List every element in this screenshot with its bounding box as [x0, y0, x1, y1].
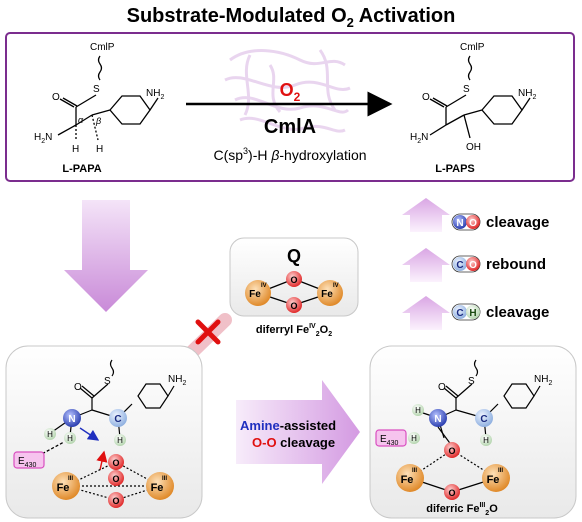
svg-text:Fe: Fe: [249, 289, 261, 300]
step-arrows: [402, 198, 450, 330]
svg-text:C: C: [456, 260, 463, 271]
svg-text:H2N: H2N: [410, 132, 428, 145]
svg-text:Fe: Fe: [321, 289, 333, 300]
blocked-path-icon: [185, 313, 232, 359]
svg-text:OH: OH: [466, 142, 481, 153]
hydroxylation-label: C(sp3)-H β-hydroxylation: [213, 146, 366, 163]
amine-complex-box: [5, 345, 203, 519]
q-core: Fe IV Fe IV O O: [245, 271, 343, 313]
svg-text:III: III: [412, 468, 417, 474]
oo-cleavage-label: O-O cleavage: [252, 435, 335, 450]
svg-text:H: H: [96, 144, 103, 155]
right-arrow: [236, 380, 360, 484]
svg-text:H: H: [72, 144, 79, 155]
svg-text:NH2: NH2: [168, 374, 186, 387]
svg-text:S: S: [93, 84, 100, 95]
svg-text:H2N: H2N: [34, 132, 52, 145]
svg-text:O: O: [112, 458, 119, 468]
svg-text:cleavage: cleavage: [486, 214, 549, 231]
svg-text:O: O: [112, 496, 119, 506]
intermediate-q-label: Q: [287, 246, 301, 266]
svg-text:O: O: [422, 92, 430, 103]
svg-text:S: S: [463, 84, 470, 95]
svg-text:C: C: [480, 414, 487, 425]
amine-assisted-label: Amine-assisted: [240, 418, 336, 433]
svg-text:III: III: [498, 468, 503, 474]
protein-structure-image: [224, 49, 351, 133]
svg-text:O: O: [112, 474, 119, 484]
svg-text:N: N: [68, 414, 75, 425]
svg-text:CmlP: CmlP: [90, 42, 115, 53]
step-c-h-cleavage: C H cleavage: [451, 303, 549, 321]
svg-text:NH2: NH2: [518, 88, 536, 101]
svg-text:NH2: NH2: [534, 374, 552, 387]
svg-text:O: O: [469, 260, 477, 271]
svg-text:N: N: [434, 414, 441, 425]
reactant-name: L-PAPA: [62, 163, 101, 175]
svg-text:E430: E430: [380, 434, 398, 447]
down-arrow: [64, 200, 148, 312]
svg-text:C: C: [456, 308, 463, 319]
svg-text:H: H: [483, 436, 489, 445]
svg-text:III: III: [162, 476, 167, 482]
svg-text:C: C: [114, 414, 121, 425]
oxidant-label: O2: [280, 80, 301, 104]
svg-text:Fe: Fe: [57, 482, 70, 494]
svg-text:Fe: Fe: [151, 482, 164, 494]
intermediate-q-caption: diferryl FeIV2O2: [256, 323, 332, 338]
svg-text:O: O: [469, 218, 477, 229]
svg-text:O: O: [438, 382, 446, 393]
page-title: Substrate-Modulated O2 Activation: [127, 5, 456, 30]
svg-text:H: H: [415, 406, 421, 415]
svg-text:NH2: NH2: [146, 88, 164, 101]
svg-text:cleavage: cleavage: [486, 304, 549, 321]
svg-text:H: H: [411, 434, 417, 443]
svg-text:α: α: [78, 115, 84, 125]
svg-text:rebound: rebound: [486, 256, 546, 273]
svg-text:O: O: [448, 488, 455, 498]
svg-text:Fe: Fe: [487, 474, 500, 486]
svg-text:O: O: [448, 446, 455, 456]
reaction-box: [5, 32, 575, 182]
svg-text:O: O: [290, 301, 297, 311]
product-name: L-PAPS: [435, 163, 475, 175]
diferric-caption: diferric FeIII2O: [426, 502, 498, 517]
step-n-o-cleavage: N O cleavage: [451, 213, 549, 231]
reactant-structure: CmlP S O α H2N β H H NH2: [34, 42, 164, 155]
svg-text:N: N: [456, 218, 463, 229]
svg-text:β: β: [95, 116, 101, 126]
svg-text:IV: IV: [333, 283, 339, 289]
svg-text:E430: E430: [18, 456, 36, 469]
enzyme-label: CmlA: [264, 116, 316, 138]
svg-text:O: O: [74, 382, 82, 393]
left-box-structure: S O NH2 N C H H H E430 Fe: [13, 359, 186, 508]
step-c-o-rebound: C O rebound: [451, 255, 546, 273]
svg-text:H: H: [469, 308, 476, 319]
svg-text:Fe: Fe: [401, 474, 414, 486]
svg-text:H: H: [67, 434, 73, 443]
right-box-structure: S O NH2 N C H H E430 H Fe III Fe III O: [375, 359, 552, 500]
svg-text:IV: IV: [261, 283, 267, 289]
svg-text:H: H: [117, 436, 123, 445]
svg-text:O: O: [52, 92, 60, 103]
svg-text:H: H: [47, 430, 53, 439]
svg-text:O: O: [290, 275, 297, 285]
svg-text:CmlP: CmlP: [460, 42, 485, 53]
product-structure: CmlP S O H2N OH NH2: [410, 42, 536, 153]
svg-text:S: S: [104, 376, 111, 387]
svg-text:III: III: [68, 476, 73, 482]
svg-text:S: S: [468, 376, 475, 387]
